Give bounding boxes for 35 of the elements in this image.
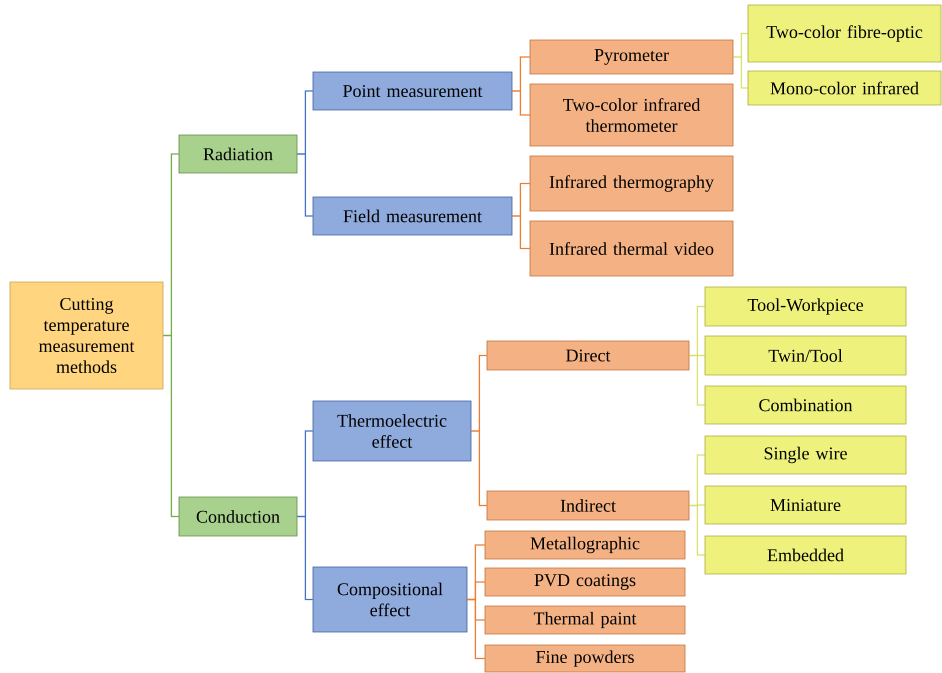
category-box: Radiation [178,134,298,174]
connector [467,598,485,660]
technique-box: Metallographic [484,530,686,560]
method-box: Thermoelectric effect [312,400,472,462]
method-box: Compositional effect [312,566,468,632]
connector [733,56,748,89]
technique-box: Indirect [486,490,690,520]
connector [689,504,705,556]
variant-box: Embedded [704,536,906,574]
technique-box: Fine powders [484,644,686,672]
variant-box: Two-color fibre-optic [748,4,942,62]
technique-box: Two-color infrared thermometer [530,84,734,146]
variant-box: Mono-color infrared [748,70,942,106]
connector [471,430,487,506]
root-box: Cutting temperature measurement methods [10,282,164,390]
connector [512,90,530,116]
connector [512,215,530,250]
technique-box: Thermal paint [484,606,686,634]
variant-box: Combination [704,386,906,424]
variant-box: Miniature [704,486,906,524]
technique-box: Infrared thermal video [530,220,734,276]
variant-box: Tool-Workpiece [704,286,906,326]
technique-box: PVD coatings [484,568,686,596]
technique-box: Direct [486,340,690,370]
connector [689,354,705,406]
variant-box: Single wire [704,436,906,474]
technique-box: Infrared thermography [530,156,734,212]
method-box: Point measurement [312,72,512,110]
technique-box: Pyrometer [530,40,734,74]
variant-box: Twin/Tool [704,336,906,376]
method-box: Field measurement [312,196,512,236]
connector [297,516,313,600]
connector [163,334,179,518]
category-box: Conduction [178,496,298,536]
connector [297,153,313,217]
